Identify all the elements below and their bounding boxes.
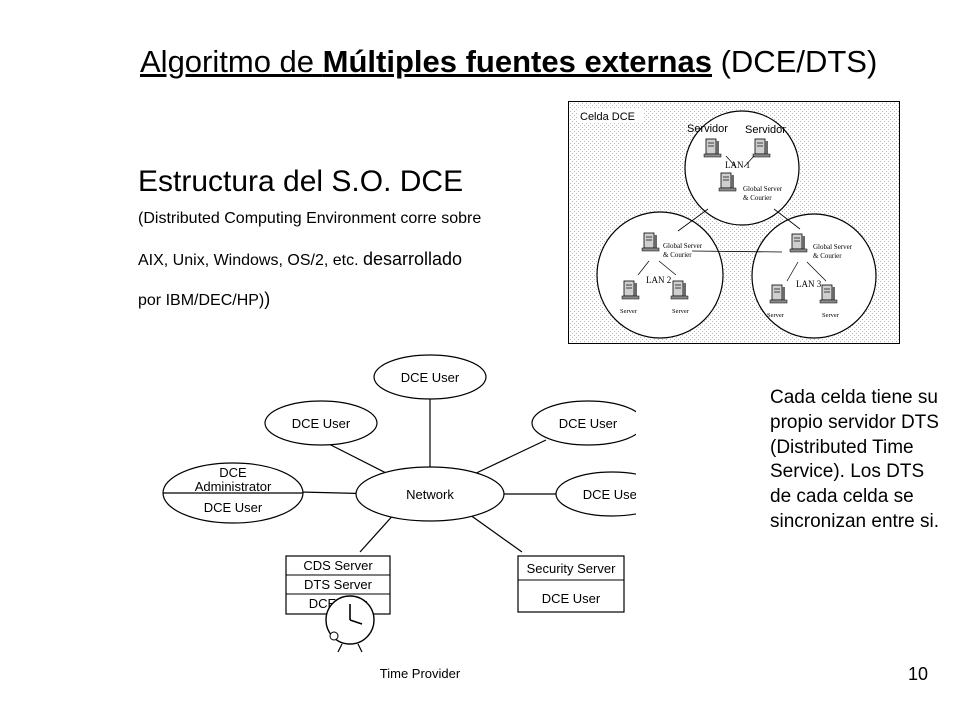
lan3-global-server-line1: Global Server [813, 243, 853, 251]
page-number: 10 [908, 664, 929, 684]
lan2-link-left [637, 260, 650, 276]
administrator-label-line2: Administrator [195, 479, 272, 494]
lan1-server-label-1: Servidor [687, 123, 728, 135]
dce-user-right-label: DCE User [583, 487, 636, 502]
lan3-global-server-line2: & Courier [813, 252, 842, 260]
description-line-3a: por IBM/DEC/HP) [138, 292, 265, 309]
lan1-server-tower-left [703, 138, 722, 158]
description-line-2: AIX, Unix, Windows, OS/2, etc. desarroll… [138, 249, 462, 270]
lan1-label: LAN 1 [725, 160, 750, 170]
lan2-global-server-line2: & Courier [663, 251, 692, 259]
lan1-server-tower-right [752, 138, 771, 158]
cell-label: Celda DCE [580, 111, 635, 123]
dts-server-label: DTS Server [304, 577, 373, 592]
lan2-server-label-left: Server [620, 308, 638, 315]
dce-user-upper-left-label: DCE User [292, 416, 351, 431]
lan2-label: LAN 2 [646, 275, 671, 285]
description-line-3: por IBM/DEC/HP)) [138, 289, 270, 310]
lan3-label: LAN 3 [796, 279, 822, 289]
title-bold: Múltiples fuentes externas [322, 44, 712, 79]
lan1-global-server-line1: Global Server [743, 185, 783, 193]
link-lan2-lan3 [691, 250, 783, 253]
lan2-global-server-tower [641, 232, 660, 252]
description-line-3b: ) [264, 289, 271, 309]
lan2-server-tower-left [621, 280, 640, 300]
lan1-link-left [725, 155, 737, 168]
lan3-server-label-left: Server [767, 312, 785, 319]
lan3-server-tower-left [769, 284, 788, 304]
dce-user-upper-right-label: DCE User [559, 416, 618, 431]
description-line-2b: desarrollado [362, 249, 463, 269]
security-server-box [517, 555, 625, 613]
link-lan1-lan2 [677, 208, 709, 232]
dce-user-top [373, 354, 487, 400]
lan2-circle [596, 211, 724, 339]
lan3-link-right [806, 261, 827, 282]
administrator-label-line1: DCE [219, 465, 247, 480]
dce-user-upper-right [531, 400, 636, 446]
lan2-server-tower-right [670, 280, 689, 300]
cds-server-label: CDS Server [303, 558, 373, 573]
dce-network-diagram: Network DCE User DCE User DCE User DCE U… [162, 354, 636, 681]
lan3-server-tower-right [819, 284, 838, 304]
lan2-global-server-line1: Global Server [663, 242, 703, 250]
slide-subtitle: Estructura del S.O. DCE [138, 165, 464, 198]
lan3-global-server-tower [789, 233, 808, 253]
dce-user-upper-left [264, 400, 378, 446]
link-lan1-lan3 [773, 208, 801, 230]
description-line-2a: AIX, Unix, Windows, OS/2, etc. [138, 252, 363, 269]
clock-icon [325, 595, 375, 653]
side-note: Cada celda tiene su propio servidor DTS … [770, 387, 939, 532]
dce-user-right [555, 471, 636, 517]
slide-title: Algoritmo de Múltiples fuentes externas … [140, 44, 877, 80]
lan3-circle [751, 213, 877, 339]
administrator-user-label: DCE User [204, 500, 263, 515]
lan1-server-label-2: Servidor [745, 124, 786, 136]
network-label: Network [406, 487, 454, 502]
lan3-link-left [786, 261, 799, 282]
lan2-server-label-right: Server [672, 308, 690, 315]
lan1-link-right [743, 155, 755, 168]
security-user-label: DCE User [542, 591, 601, 606]
dce-user-top-label: DCE User [401, 370, 460, 385]
lan1-global-server-tower [718, 172, 737, 192]
security-server-label: Security Server [527, 561, 617, 576]
lan3-server-label-right: Server [822, 312, 840, 319]
lan2-link-right [658, 260, 677, 276]
title-prefix: Algoritmo de [140, 44, 323, 79]
time-provider-label: Time Provider [380, 666, 461, 681]
description-line-1: (Distributed Computing Environment corre… [138, 210, 482, 227]
lan1-global-server-line2: & Courier [743, 194, 772, 202]
network-node [355, 466, 505, 522]
title-suffix: (DCE/DTS) [711, 44, 878, 79]
cell-label-background [577, 108, 643, 123]
dce-cell-figure: Celda DCE Servidor Servidor LAN 1 Global… [568, 101, 900, 344]
